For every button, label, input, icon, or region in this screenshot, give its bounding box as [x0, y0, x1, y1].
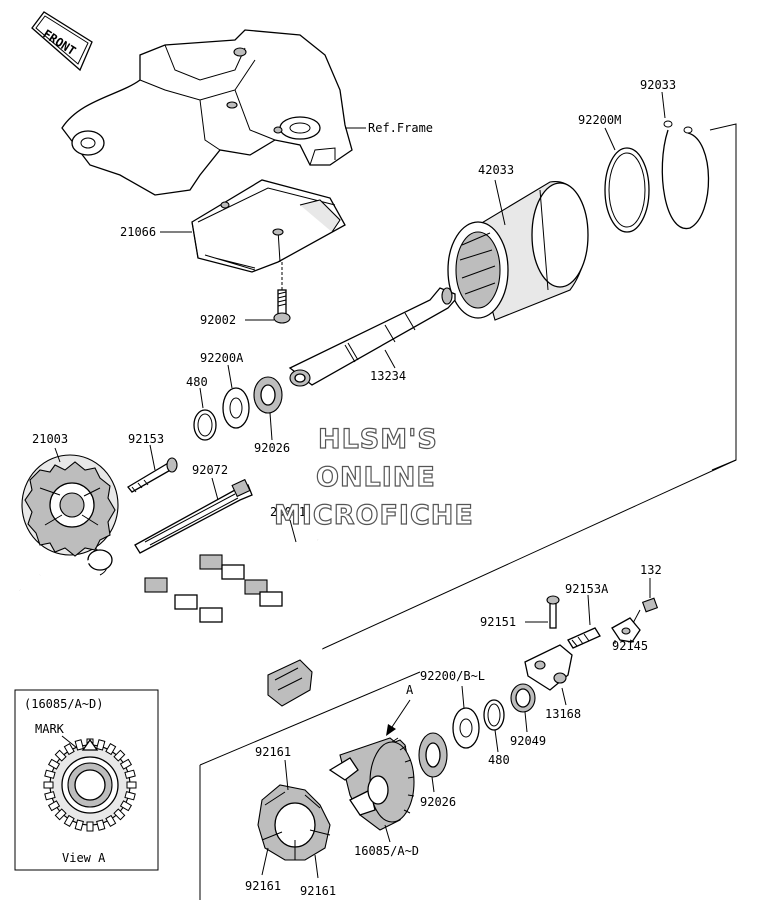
- label-92049: 92049: [510, 734, 546, 748]
- gear-tooth: [86, 821, 94, 832]
- spacer-92026-bottom: 92026: [418, 732, 456, 809]
- gear-tooth: [124, 769, 136, 779]
- gear-tooth: [105, 814, 117, 828]
- label-ref-frame: Ref.Frame: [368, 121, 433, 135]
- gear-tooth: [96, 739, 106, 751]
- gear-tooth: [63, 742, 75, 756]
- washer-92200M: 92200M: [578, 113, 650, 233]
- front-arrow-badge: FRONT: [31, 11, 93, 72]
- spring-92145: 92145: [611, 617, 648, 653]
- circlip-92033: 92033: [640, 78, 710, 229]
- bolt-132: 132: [631, 563, 662, 626]
- label-42033: 42033: [478, 163, 514, 177]
- label-26031: 26031: [270, 505, 306, 519]
- frame-reference: Ref.Frame: [61, 29, 433, 196]
- label-92161-c: 92161: [300, 884, 336, 898]
- shaft-13234: 13234: [288, 287, 456, 387]
- view-a-inset: (16085/A~D) MARK View A: [14, 689, 159, 871]
- label-16085: 16085/A~D: [354, 844, 419, 858]
- bolt-92153A: 92153A: [565, 582, 609, 649]
- gear-tooth: [124, 791, 136, 801]
- label-21003: 21003: [32, 432, 68, 446]
- label-92145: 92145: [612, 639, 648, 653]
- view-a-caption: View A: [62, 851, 106, 865]
- label-92033: 92033: [640, 78, 676, 92]
- label-92002: 92002: [200, 313, 236, 327]
- label-92200M: 92200M: [578, 113, 621, 127]
- label-92151: 92151: [480, 615, 516, 629]
- label-480-bottom: 480: [488, 753, 510, 767]
- outer-race-42033: 42033: [447, 163, 589, 321]
- band-92072: 92072: [134, 463, 253, 554]
- gear-tooth: [119, 800, 133, 812]
- gear-tooth: [113, 749, 126, 762]
- label-A: A: [406, 683, 414, 697]
- harness-26031: 26031: [19, 505, 332, 707]
- gear-tooth: [63, 814, 75, 828]
- label-92153: 92153: [128, 432, 164, 446]
- gear-tooth: [54, 808, 67, 821]
- ring-480-top: 480: [186, 375, 217, 441]
- label-92200BL: 92200/B~L: [420, 669, 485, 683]
- gear-tooth: [96, 819, 106, 831]
- washer-92200BL: 92200/B~L: [420, 669, 485, 749]
- gear-tooth: [43, 781, 54, 789]
- regulator-21066: 21066: [120, 179, 346, 273]
- label-92200A: 92200A: [200, 351, 244, 365]
- stator-21003: 21003: [21, 432, 119, 577]
- label-92026-bottom: 92026: [420, 795, 456, 809]
- label-132: 132: [640, 563, 662, 577]
- bolt-92153: 92153: [127, 432, 178, 493]
- washer-92200A: 92200A: [200, 351, 250, 429]
- label-13168: 13168: [545, 707, 581, 721]
- watermark-line2: ONLINE: [316, 462, 436, 493]
- gear-tooth: [105, 742, 117, 756]
- gear-tooth: [47, 758, 61, 770]
- bolt-92151: 92151: [480, 595, 560, 629]
- view-a-title: (16085/A~D): [24, 697, 103, 711]
- gear-tooth: [44, 791, 56, 801]
- dampers-92161: 92161 92161 92161: [245, 745, 336, 898]
- gear-tooth: [113, 808, 126, 821]
- gear-tooth: [54, 749, 67, 762]
- watermark: HLSM'S ONLINE MICROFICHE: [273, 423, 474, 531]
- watermark-line1: HLSM'S: [318, 424, 438, 455]
- bolt-92002: 92002: [200, 262, 291, 327]
- view-a-gear: [43, 738, 137, 832]
- clutch-gear-16085: 16085/A~D: [328, 737, 419, 858]
- gear-tooth: [44, 769, 56, 779]
- label-480-top: 480: [186, 375, 208, 389]
- label-92161-a: 92161: [255, 745, 291, 759]
- label-21066: 21066: [120, 225, 156, 239]
- gear-tooth: [47, 800, 61, 812]
- label-92072: 92072: [192, 463, 228, 477]
- lever-13168: 13168: [524, 644, 581, 721]
- label-92161-b: 92161: [245, 879, 281, 893]
- spacer-92026-top: 92026: [253, 376, 290, 455]
- gear-tooth: [74, 819, 84, 831]
- label-92153A: 92153A: [565, 582, 609, 596]
- view-a-arrow: A: [386, 683, 414, 736]
- gear-tooth: [119, 758, 133, 770]
- gear-tooth: [126, 781, 137, 789]
- label-92026-top: 92026: [254, 441, 290, 455]
- gear-tooth: [74, 739, 84, 751]
- watermark-line3: MICROFICHE: [274, 500, 474, 531]
- assembly-outline: [199, 123, 737, 900]
- seal-92049: 92049: [510, 683, 546, 748]
- ring-480-bottom: 480: [483, 699, 510, 767]
- label-13234: 13234: [370, 369, 406, 383]
- view-a-mark: MARK: [35, 722, 65, 736]
